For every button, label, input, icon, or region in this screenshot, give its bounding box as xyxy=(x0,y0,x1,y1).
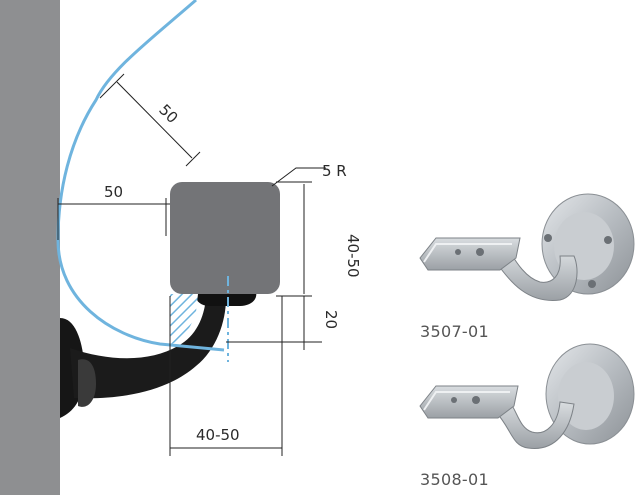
dim-diagonal-tick-top xyxy=(99,73,125,99)
product-code-3507-01: 3507-01 xyxy=(420,322,489,341)
dim-diagonal-tick-bottom xyxy=(185,151,201,167)
hand-clearance-curve xyxy=(56,0,225,352)
dim-diagonal-label: 50 xyxy=(155,101,181,127)
bracket-saddle xyxy=(195,292,257,306)
dim-radius-label: 5 R xyxy=(322,162,347,180)
dim-height-label: 40-50 xyxy=(344,234,362,278)
dim-diagonal-line xyxy=(116,81,193,159)
product-image-3508-01 xyxy=(419,343,635,449)
dim-radius-leader xyxy=(271,167,326,187)
product-image-3507-01 xyxy=(419,193,635,301)
clearance-hatch xyxy=(170,294,198,344)
dim-left-label: 50 xyxy=(104,183,123,201)
wall xyxy=(0,0,60,495)
dim-bottom-label: 40-50 xyxy=(196,426,240,444)
bracket-flange xyxy=(78,359,96,407)
bracket-arm-curve xyxy=(70,298,226,399)
product-code-3508-01: 3508-01 xyxy=(420,470,489,489)
dim-gap-label: 20 xyxy=(322,310,340,329)
handrail-profile xyxy=(170,182,280,294)
